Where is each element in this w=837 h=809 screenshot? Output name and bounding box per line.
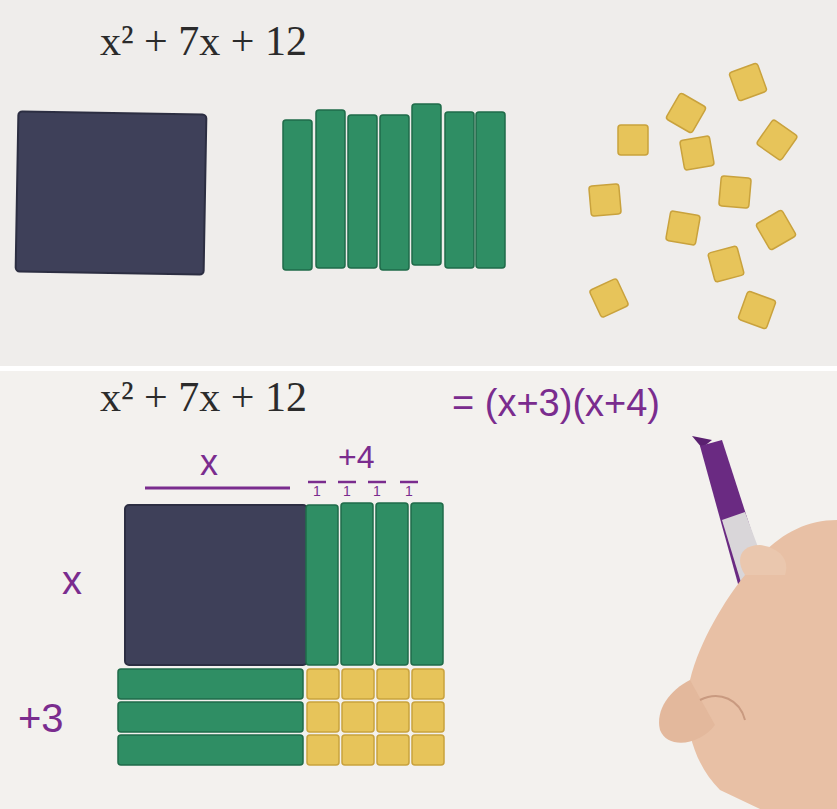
- bottom-panel: [0, 371, 837, 809]
- expression-title: x² + 7x + 12: [100, 18, 307, 64]
- tick-label: 1: [343, 484, 351, 499]
- hand-with-marker: [659, 436, 837, 809]
- panel-divider: [0, 366, 837, 371]
- x-squared-tile: [125, 505, 307, 665]
- side-label: x: [62, 558, 82, 602]
- x-tiles-vertical: [306, 503, 443, 665]
- x-tiles-loose: [283, 104, 505, 270]
- x-tiles-horizontal: [118, 669, 303, 765]
- tick-marks: [308, 481, 418, 484]
- tick-label: 1: [313, 484, 321, 499]
- x-squared-tile: [16, 111, 207, 274]
- top-panel: [0, 0, 837, 366]
- side-label: +3: [18, 696, 64, 740]
- side-label: x: [200, 443, 218, 483]
- tick-label: 1: [373, 484, 381, 499]
- dimension-line: [145, 487, 290, 490]
- factored-form: = (x+3)(x+4): [452, 383, 660, 425]
- side-label: +4: [338, 440, 374, 475]
- unit-tiles-loose: [589, 63, 798, 329]
- unit-tiles-grid: [307, 669, 444, 765]
- expression-title: x² + 7x + 12: [100, 374, 307, 420]
- tick-label: 1: [405, 484, 413, 499]
